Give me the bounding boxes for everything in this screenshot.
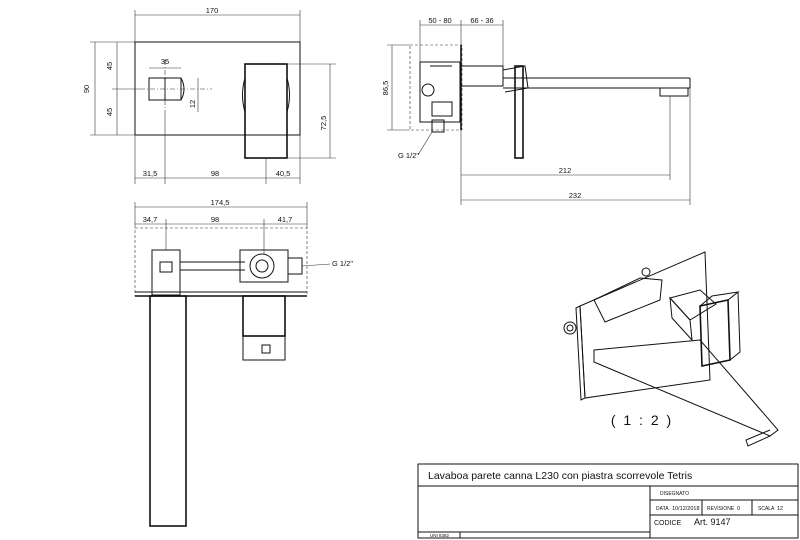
- dim-45-top: 45: [105, 62, 114, 70]
- dim-174-5: 174,5: [211, 198, 230, 207]
- thread-label-front: G 1/2": [332, 259, 353, 268]
- scala-label: SCALA: [758, 506, 775, 512]
- dim-72-5: 72,5: [319, 116, 328, 131]
- title-block: Lavaboa parete canna L230 con piastra sc…: [417, 463, 799, 539]
- standard-label: UNI 8382: [430, 533, 450, 538]
- dim-35: 35: [161, 57, 169, 66]
- dim-212: 212: [559, 166, 572, 175]
- disegnato-label: DISEGNATO: [660, 491, 689, 497]
- dim-86-5: 86,5: [381, 81, 390, 96]
- dim-34-7: 34,7: [143, 215, 158, 224]
- scale-note: ( 1 : 2 ): [611, 412, 673, 428]
- dim-45-bottom: 45: [105, 108, 114, 116]
- thread-label-side: G 1/2": [398, 151, 419, 160]
- isometric-view: ( 1 : 2 ): [563, 251, 779, 447]
- drawing-title: Lavaboa parete canna L230 con piastra sc…: [428, 470, 692, 482]
- revisione-value: 0: [737, 506, 740, 512]
- scala-value: 12: [777, 506, 783, 512]
- dim-41-7: 41,7: [278, 215, 293, 224]
- codice-value: Art. 9147: [694, 517, 731, 527]
- data-value: 10/12/2018: [672, 506, 700, 512]
- dim-232: 232: [569, 191, 582, 200]
- codice-label: CODICE: [654, 520, 682, 527]
- dim-170: 170: [206, 6, 219, 15]
- dim-12: 12: [188, 100, 197, 108]
- dim-98-top: 98: [211, 169, 219, 178]
- dim-31-5: 31,5: [143, 169, 158, 178]
- data-label: DATA: [656, 506, 669, 512]
- front-view: 174,5 34,7 98 41,7 G 1/2": [134, 198, 353, 527]
- side-view: 50 - 80 66 - 36 86,5 G 1/2" 212 232: [381, 16, 691, 205]
- dim-40-5: 40,5: [276, 169, 291, 178]
- revisione-label: REVISIONE: [707, 506, 735, 512]
- dim-66-36: 66 - 36: [470, 16, 493, 25]
- top-view: 170 35 90 45 45 12 72,5 31,5 98 40,5: [82, 6, 336, 184]
- dim-50-80: 50 - 80: [428, 16, 451, 25]
- dim-98-front: 98: [211, 215, 219, 224]
- dim-90: 90: [82, 85, 91, 93]
